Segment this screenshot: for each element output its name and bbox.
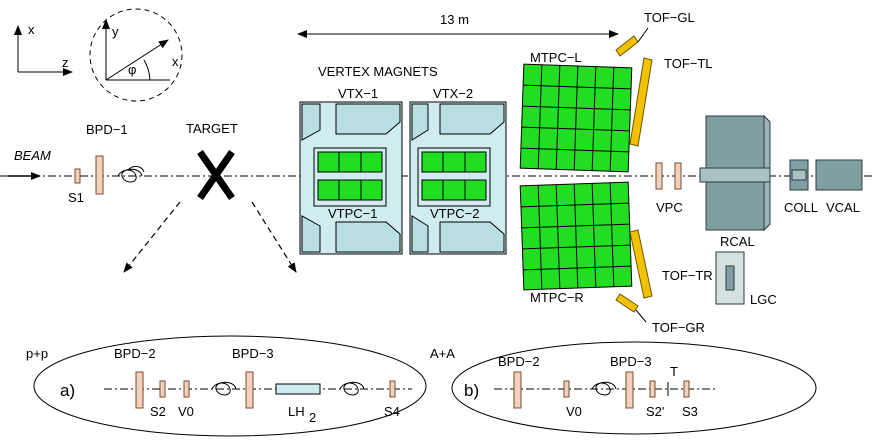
aa-s3-counter [683,380,690,398]
tof-tr-wall [629,229,653,299]
vpc-counter-2 [674,162,682,190]
production-arrow-left [123,201,181,273]
tof-tl-wall [629,57,653,147]
distance-label: 13 m [440,12,469,27]
axis-y-label: y [112,24,119,39]
beam-label: BEAM [14,148,51,163]
lgc-label: LGC [750,292,777,307]
vertex-magnets-label: VERTEX MAGNETS [318,64,438,79]
aa-bpd2-label: BPD−2 [498,354,540,369]
pp-bpd2-detector [135,371,144,409]
tof-tl-label: TOF−TL [664,56,713,71]
vcal-label: VCAL [826,200,860,215]
vcal-calorimeter [815,159,863,191]
vpc-counter-1 [655,162,663,190]
aa-bpd3-label: BPD−3 [610,354,652,369]
vtpc2-label: VTPC−2 [430,206,480,221]
pp-s2-label: S2 [150,404,166,419]
pp-lh-label: LH [288,404,305,419]
vtpc1-chamber [317,151,383,201]
axis-x-label: x [28,22,35,37]
pp-s4-counter [389,380,396,398]
axis-z-label: z [62,55,69,70]
s1-counter [74,168,81,184]
aa-t-label: T [670,364,678,379]
bpd1-detector [95,155,104,195]
tof-gr-label: TOF−GR [652,320,705,335]
mtpc-l-chamber [519,63,633,173]
pp-inset [33,335,427,437]
pp-title: p+p [26,346,48,361]
coordinate-axes: x z [14,22,73,76]
pp-lh2-target [275,383,321,395]
mtpc-l-label: MTPC−L [530,50,582,65]
aa-bpd2-detector [513,371,522,409]
coll-label: COLL [784,200,818,215]
aa-s2p-label: S2' [646,404,664,419]
rcal-label: RCAL [720,234,755,249]
tof-gl-label: TOF−GL [644,10,695,25]
aa-s2p-counter [649,380,656,398]
vpc-label: VPC [656,200,683,215]
pp-bpd3-label: BPD−3 [232,346,274,361]
pp-v0-label: V0 [178,404,194,419]
beam-spiral-icon [117,165,145,183]
aa-title: A+A [430,346,455,361]
pp-v0-counter [183,380,190,398]
rcal-calorimeter [699,114,771,232]
aa-v0-label: V0 [566,404,582,419]
azimuth-sketch: y x φ [89,8,183,102]
aa-bpd3-detector [625,371,634,409]
aa-panel-label: b) [464,381,479,400]
production-arrow-right [251,201,297,273]
phi-label: φ [128,62,136,77]
pp-lh-subscript: 2 [309,410,316,425]
axis-x2-label: x [172,54,179,69]
vtx2-magnet [409,101,507,255]
tof-tr-label: TOF−TR [662,268,713,283]
tof-gl-wall [615,35,639,57]
bpd1-label: BPD−1 [86,122,128,137]
vtx1-label: VTX−1 [338,86,378,101]
vtx2-label: VTX−2 [433,86,473,101]
tof-gr-wall [615,293,639,313]
mtpc-r-label: MTPC−R [530,290,584,305]
pp-s4-label: S4 [384,404,400,419]
aa-s3-label: S3 [682,404,698,419]
vtx1-magnet [299,101,403,255]
mtpc-r-chamber [519,181,633,291]
aa-inset [451,341,817,435]
collimator [789,159,809,191]
vtpc1-label: VTPC−1 [328,206,378,221]
s1-label: S1 [68,190,84,205]
lgc-counter [715,251,745,305]
pp-bpd2-label: BPD−2 [114,346,156,361]
target-label: TARGET [186,121,238,136]
pp-s2-counter [159,380,166,398]
target-cross-icon [197,150,235,200]
vtpc2-chamber [421,151,487,201]
pp-bpd3-detector [245,371,254,409]
aa-v0-counter [563,380,570,398]
pp-panel-label: a) [60,381,75,400]
